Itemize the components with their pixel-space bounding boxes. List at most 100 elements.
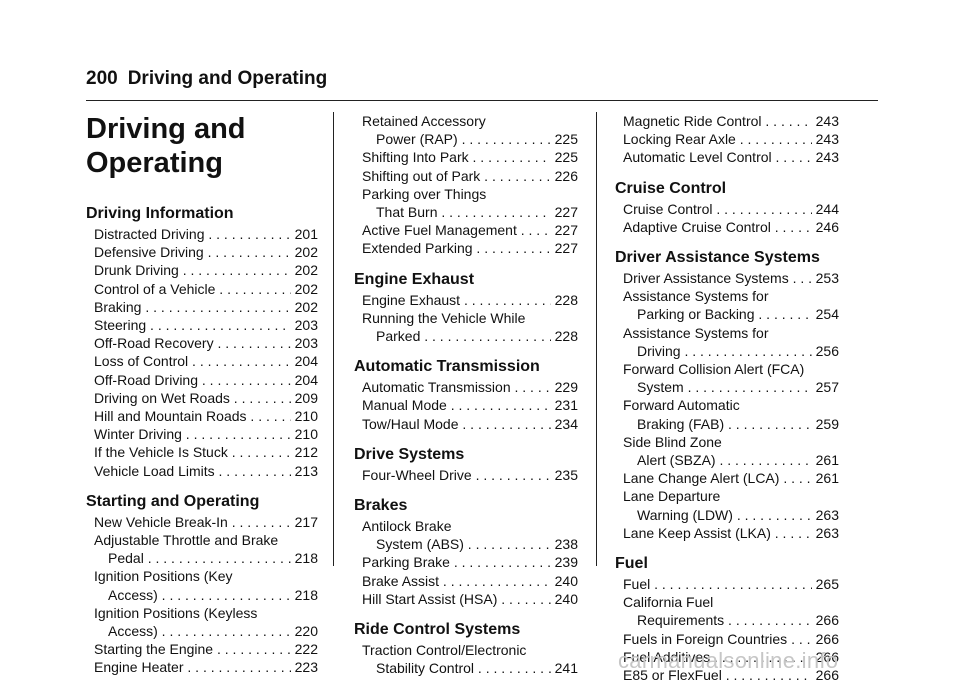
toc-entry-locking-rear-axle[interactable]: Locking Rear Axle243 bbox=[615, 130, 839, 148]
toc-entry-last-line: Parking or Backing254 bbox=[623, 305, 839, 323]
toc-entry-title-line-1: Antilock Brake bbox=[362, 518, 452, 535]
toc-entry-page: 201 bbox=[294, 226, 318, 242]
toc-entry-page: 217 bbox=[294, 513, 318, 530]
toc-entry-title: Braking bbox=[94, 298, 291, 316]
toc-entry-title-line-1: Ignition Positions (Keyless bbox=[94, 604, 258, 621]
toc-entry-new-vehicle-break-in[interactable]: New Vehicle Break-In217 bbox=[86, 513, 318, 531]
toc-entry-automatic-level-control[interactable]: Automatic Level Control243 bbox=[615, 148, 839, 166]
toc-entry-page: 220 bbox=[294, 623, 318, 640]
toc-entry-last-line: System257 bbox=[623, 378, 839, 396]
toc-entry-assistance-systems-for-driving[interactable]: Assistance Systems forDriving256 bbox=[615, 324, 839, 360]
toc-entry-manual-mode[interactable]: Manual Mode231 bbox=[354, 396, 578, 414]
toc-entry-magnetic-ride-control[interactable]: Magnetic Ride Control243 bbox=[615, 112, 839, 130]
toc-entry-page: 202 bbox=[294, 280, 318, 297]
toc-entry-brake-assist[interactable]: Brake Assist240 bbox=[354, 572, 578, 590]
toc-entry-california-fuel-requirements[interactable]: California FuelRequirements266 bbox=[615, 593, 839, 629]
toc-entry-off-road-recovery[interactable]: Off-Road Recovery203 bbox=[86, 334, 318, 352]
toc-entry-winter-driving[interactable]: Winter Driving210 bbox=[86, 425, 318, 443]
toc-entry-hill-start-assist-hsa[interactable]: Hill Start Assist (HSA)240 bbox=[354, 590, 578, 608]
toc-entry-last-line: Parked228 bbox=[362, 327, 578, 345]
toc-entry-loss-of-control[interactable]: Loss of Control204 bbox=[86, 352, 318, 370]
toc-entry-tow-haul-mode[interactable]: Tow/Haul Mode234 bbox=[354, 415, 578, 433]
toc-entry-title-line-2: Alert (SBZA) bbox=[637, 451, 812, 469]
toc-column-3: Magnetic Ride Control243Locking Rear Axl… bbox=[615, 112, 839, 684]
toc-entry-page: 210 bbox=[294, 408, 318, 425]
section-heading-driver-assistance-systems: Driver Assistance Systems bbox=[615, 249, 820, 267]
toc-entry-page: 238 bbox=[554, 536, 578, 553]
toc-entry-if-the-vehicle-is-stuck[interactable]: If the Vehicle Is Stuck212 bbox=[86, 443, 318, 461]
toc-entry-lane-change-alert-lca[interactable]: Lane Change Alert (LCA)261 bbox=[615, 469, 839, 487]
toc-entry-control-of-a-vehicle[interactable]: Control of a Vehicle202 bbox=[86, 280, 318, 298]
section-heading-fuel: Fuel bbox=[615, 555, 648, 573]
toc-entry-page: 235 bbox=[554, 466, 578, 483]
toc-entry-fuels-in-foreign-countries[interactable]: Fuels in Foreign Countries266 bbox=[615, 630, 839, 648]
toc-entry-hill-and-mountain-roads[interactable]: Hill and Mountain Roads210 bbox=[86, 407, 318, 425]
toc-entry-driving-on-wet-roads[interactable]: Driving on Wet Roads209 bbox=[86, 389, 318, 407]
toc-entry-title: Shifting out of Park bbox=[362, 167, 551, 185]
toc-entry-title-line-1: Forward Automatic bbox=[623, 397, 740, 414]
toc-entry-engine-exhaust[interactable]: Engine Exhaust228 bbox=[354, 291, 578, 309]
toc-entry-four-wheel-drive[interactable]: Four-Wheel Drive235 bbox=[354, 466, 578, 484]
toc-entry-parking-brake[interactable]: Parking Brake239 bbox=[354, 553, 578, 571]
toc-entry-shifting-out-of-park[interactable]: Shifting out of Park226 bbox=[354, 167, 578, 185]
toc-entry-page: 202 bbox=[294, 244, 318, 261]
toc-entry-page: 209 bbox=[294, 389, 318, 406]
toc-entry-braking[interactable]: Braking202 bbox=[86, 298, 318, 316]
toc-entry-title: Defensive Driving bbox=[94, 243, 291, 261]
toc-entry-lane-keep-assist-lka[interactable]: Lane Keep Assist (LKA)263 bbox=[615, 524, 839, 542]
toc-entry-last-line: Alert (SBZA)261 bbox=[623, 451, 839, 469]
toc-entry-automatic-transmission[interactable]: Automatic Transmission229 bbox=[354, 378, 578, 396]
toc-entry-adaptive-cruise-control[interactable]: Adaptive Cruise Control246 bbox=[615, 218, 839, 236]
toc-entry-page: 240 bbox=[554, 572, 578, 589]
toc-entry-defensive-driving[interactable]: Defensive Driving202 bbox=[86, 243, 318, 261]
toc-entry-off-road-driving[interactable]: Off-Road Driving204 bbox=[86, 371, 318, 389]
toc-entry-page: 231 bbox=[554, 397, 578, 414]
toc-entry-driver-assistance-systems[interactable]: Driver Assistance Systems253 bbox=[615, 269, 839, 287]
toc-entry-page: 225 bbox=[554, 131, 578, 148]
watermark: carmanualsonline.info bbox=[618, 648, 839, 673]
toc-entry-last-line: System (ABS)238 bbox=[362, 535, 578, 553]
toc-entry-title-line-1: Retained Accessory bbox=[362, 113, 486, 129]
toc-entry-fuel-additives[interactable]: Fuel Additives266 bbox=[615, 648, 839, 666]
toc-entry-page: 254 bbox=[815, 306, 839, 323]
toc-entry-adjustable-throttle-and-brake-pedal[interactable]: Adjustable Throttle and BrakePedal218 bbox=[86, 531, 318, 567]
toc-entry-shifting-into-park[interactable]: Shifting Into Park225 bbox=[354, 148, 578, 166]
toc-entry-steering[interactable]: Steering203 bbox=[86, 316, 318, 334]
toc-entry-title-line-1: Lane Departure bbox=[623, 488, 721, 505]
toc-entry-extended-parking[interactable]: Extended Parking227 bbox=[354, 239, 578, 257]
toc-entry-title: Engine Heater bbox=[94, 658, 291, 676]
section-heading-engine-exhaust: Engine Exhaust bbox=[354, 270, 475, 288]
toc-entry-fuel[interactable]: Fuel265 bbox=[615, 575, 839, 593]
toc-entry-page: 241 bbox=[554, 660, 578, 677]
toc-entry-vehicle-load-limits[interactable]: Vehicle Load Limits213 bbox=[86, 462, 318, 480]
toc-entry-starting-the-engine[interactable]: Starting the Engine222 bbox=[86, 640, 318, 658]
toc-entry-running-the-vehicle-while-parked[interactable]: Running the Vehicle WhileParked228 bbox=[354, 309, 578, 345]
toc-entry-engine-heater[interactable]: Engine Heater223 bbox=[86, 658, 318, 676]
toc-entry-title: Fuel bbox=[623, 575, 812, 593]
toc-entry-last-line: Stability Control241 bbox=[362, 659, 578, 677]
toc-entry-drunk-driving[interactable]: Drunk Driving202 bbox=[86, 261, 318, 279]
toc-entry-title: Loss of Control bbox=[94, 352, 291, 370]
toc-entry-title-line-2: System (ABS) bbox=[376, 535, 551, 553]
toc-entry-title: Extended Parking bbox=[362, 239, 551, 257]
toc-entry-page: 243 bbox=[815, 131, 839, 148]
toc-entry-last-line: Requirements266 bbox=[623, 611, 839, 629]
toc-entry-cruise-control[interactable]: Cruise Control244 bbox=[615, 200, 839, 218]
toc-entry-distracted-driving[interactable]: Distracted Driving201 bbox=[86, 225, 318, 243]
toc-entry-title: Distracted Driving bbox=[94, 225, 291, 243]
toc-entry-title: If the Vehicle Is Stuck bbox=[94, 443, 291, 461]
toc-entry-last-line: Braking (FAB)259 bbox=[623, 415, 839, 433]
toc-entry-forward-collision-alert-fca-system[interactable]: Forward Collision Alert (FCA)System257 bbox=[615, 360, 839, 396]
toc-entry-page: 263 bbox=[815, 506, 839, 523]
toc-entry-active-fuel-management[interactable]: Active Fuel Management227 bbox=[354, 221, 578, 239]
